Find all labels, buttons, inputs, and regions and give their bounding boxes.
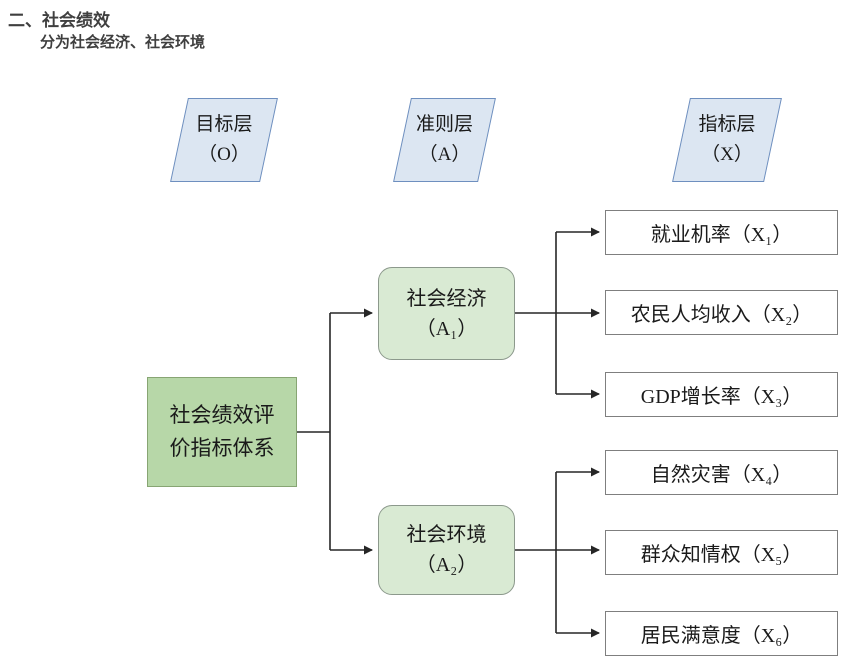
criteria-sub: （A₂） <box>415 554 478 576</box>
layer-header-indicator: 指标层 （X） <box>672 98 782 182</box>
layer-header-objective: 目标层 （O） <box>170 98 278 182</box>
layer-sub: （A） <box>418 144 471 165</box>
indicator-node-x6: 居民满意度（X₆） <box>605 611 838 656</box>
layer-label: 目标层 <box>195 113 253 135</box>
layer-label: 指标层 <box>698 113 756 135</box>
criteria-label: 社会经济 <box>406 287 487 310</box>
criteria-label: 社会环境 <box>406 524 487 546</box>
layer-sub: （X） <box>701 144 753 165</box>
page-subtitle: 分为社会经济、社会环境 <box>40 34 206 51</box>
layer-header-criteria: 准则层 （A） <box>393 98 496 182</box>
indicator-node-x5: 群众知情权（X₅） <box>605 530 838 575</box>
layer-label: 准则层 <box>415 113 473 135</box>
page-title: 二、社会绩效 <box>8 11 110 30</box>
criteria-node-a2: 社会环境 （A₂） <box>378 505 515 595</box>
indicator-node-x4: 自然灾害（X₄） <box>605 450 838 495</box>
indicator-node-x2: 农民人均收入（X₂） <box>605 290 838 335</box>
root-node: 社会绩效评 价指标体系 <box>147 377 297 487</box>
criteria-sub: （A₁） <box>415 317 478 340</box>
indicator-node-x3: GDP增长率（X₃） <box>605 372 838 417</box>
indicator-node-x1: 就业机率（X₁） <box>605 210 838 255</box>
layer-sub: （O） <box>198 144 250 165</box>
criteria-node-a1: 社会经济 （A₁） <box>378 267 515 360</box>
